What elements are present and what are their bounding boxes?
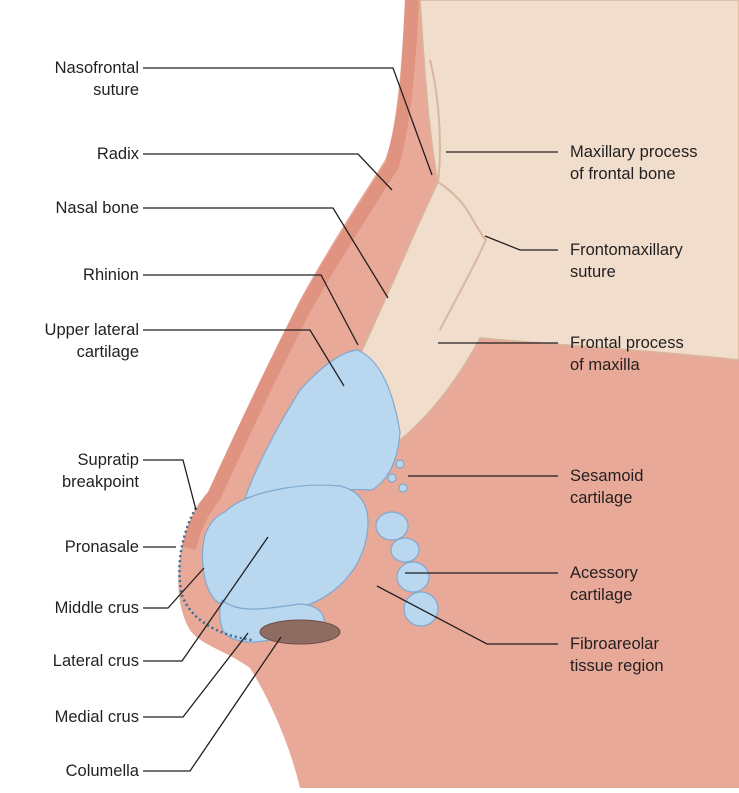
label-radix: Radix — [97, 143, 139, 165]
sesamoid-cartilage-1 — [396, 460, 404, 468]
label-medial-crus: Medial crus — [55, 706, 139, 728]
label-columella: Columella — [66, 760, 139, 782]
accessory-cartilage-3 — [397, 562, 429, 592]
accessory-cartilage-2 — [391, 538, 419, 562]
label-fibroareolar-tissue-region: Fibroareolar tissue region — [570, 633, 664, 677]
label-middle-crus: Middle crus — [55, 597, 139, 619]
label-nasal-bone: Nasal bone — [56, 197, 139, 219]
accessory-cartilage-1 — [376, 512, 408, 540]
label-upper-lateral-cartilage: Upper lateral cartilage — [45, 319, 139, 363]
label-frontomaxillary-suture: Frontomaxillary suture — [570, 239, 683, 283]
label-accessory-cartilage: Acessory cartilage — [570, 562, 638, 606]
sesamoid-cartilage-3 — [399, 484, 407, 492]
nostril — [260, 620, 340, 644]
label-maxillary-process-of-frontal-bone: Maxillary process of frontal bone — [570, 141, 697, 185]
sesamoid-cartilage-2 — [388, 474, 396, 482]
label-nasofrontal-suture: Nasofrontal suture — [55, 57, 139, 101]
label-frontal-process-of-maxilla: Frontal process of maxilla — [570, 332, 684, 376]
label-sesamoid-cartilage: Sesamoid cartilage — [570, 465, 643, 509]
leader-supratip-breakpoint — [143, 460, 196, 510]
label-pronasale: Pronasale — [65, 536, 139, 558]
label-supratip-breakpoint: Supratip breakpoint — [62, 449, 139, 493]
leader-radix — [143, 154, 392, 190]
label-rhinion: Rhinion — [83, 264, 139, 286]
label-lateral-crus: Lateral crus — [53, 650, 139, 672]
